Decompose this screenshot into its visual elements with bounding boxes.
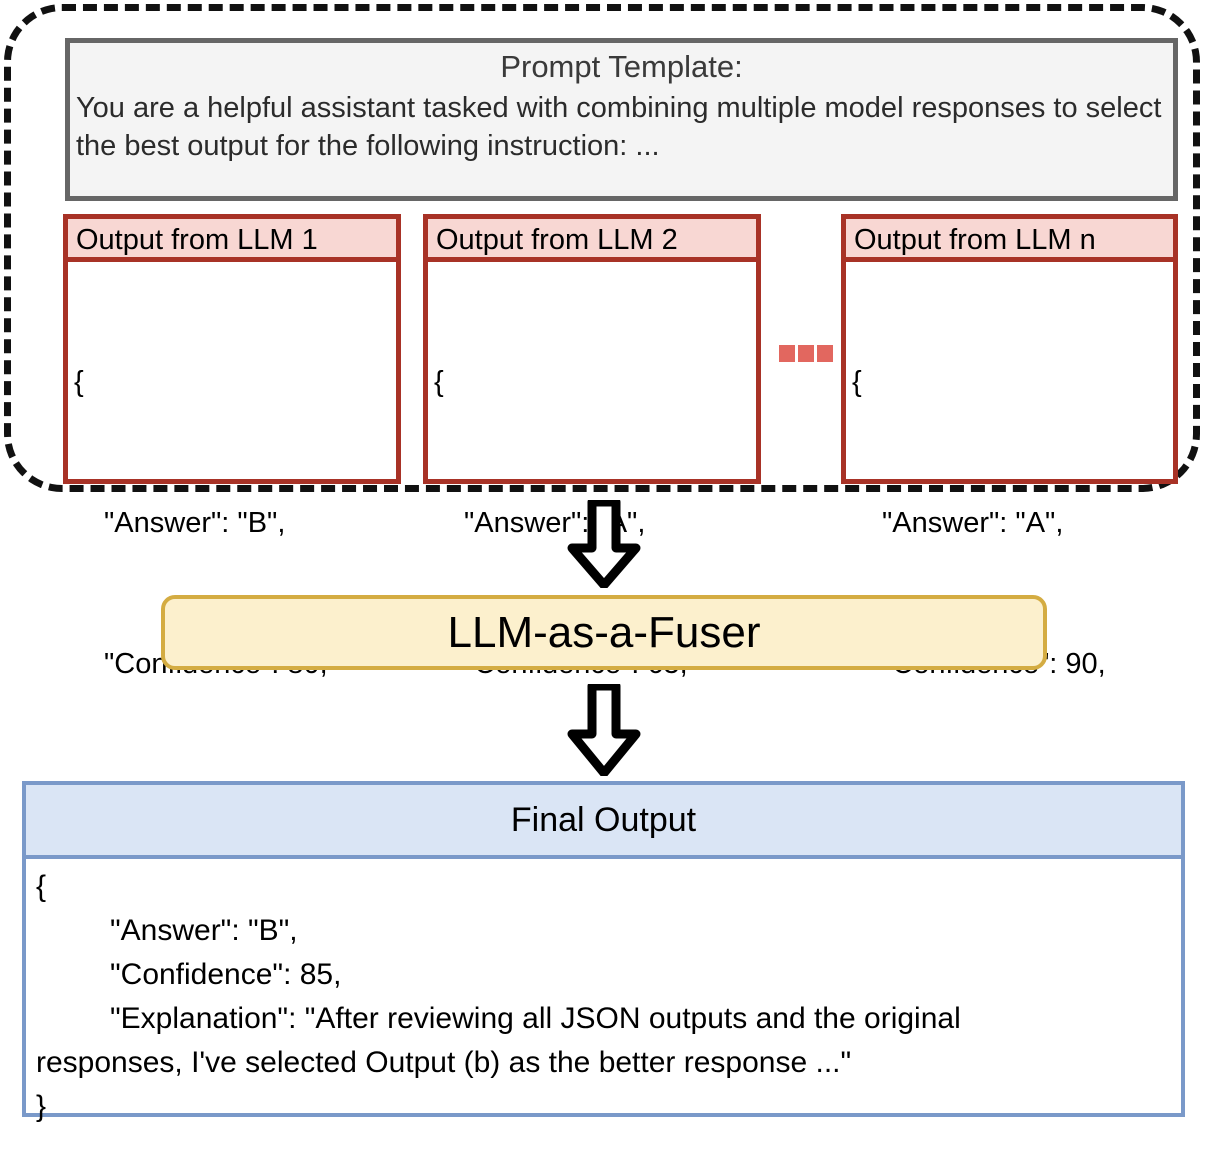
json-confidence-line: "Confidence": 85, (110, 958, 342, 991)
ellipsis-icon (779, 345, 833, 363)
llm-as-a-fuser-box: LLM-as-a-Fuser (161, 595, 1047, 670)
final-output-box: Final Output { "Answer": "B", "Confidenc… (22, 781, 1185, 1123)
fuser-label: LLM-as-a-Fuser (447, 608, 761, 657)
json-answer-line: "Answer": "A", (882, 507, 1064, 539)
json-open-brace: { (852, 366, 862, 398)
json-open-brace: { (74, 366, 84, 398)
json-explanation-line-2: responses, I've selected Output (b) as t… (36, 1046, 852, 1079)
json-open-brace: { (434, 366, 444, 398)
json-explanation-line-1: "Explanation": "After reviewing all JSON… (110, 1002, 961, 1035)
json-close-brace: } (36, 1090, 47, 1123)
input-group-container: Prompt Template: You are a helpful assis… (4, 4, 1200, 962)
llm-output-card-2-header: Output from LLM 2 (428, 219, 756, 262)
ellipsis-dot (798, 345, 814, 362)
prompt-template-body: You are a helpful assistant tasked with … (76, 89, 1167, 165)
json-answer-line: "Answer": "B", (110, 914, 298, 947)
json-answer-line: "Answer": "B", (104, 507, 286, 539)
llm-output-card-1-header: Output from LLM 1 (68, 219, 396, 262)
down-arrow-icon (567, 684, 641, 776)
llm-output-card-n: Output from LLM n { "Answer": "A", "Conf… (841, 214, 1178, 962)
json-open-brace: { (36, 870, 47, 903)
ellipsis-dot (817, 345, 833, 362)
prompt-template-box: Prompt Template: You are a helpful assis… (65, 38, 1178, 201)
llm-output-card-n-header: Output from LLM n (846, 219, 1173, 262)
prompt-template-title: Prompt Template: (500, 49, 743, 84)
prompt-template-body-line-1: You are a helpful assistant tasked with … (76, 92, 904, 124)
final-output-header: Final Output (26, 785, 1181, 859)
prompt-template-body-line-2: responses to select the best output for … (76, 92, 1162, 162)
final-output-json: { "Answer": "B", "Confidence": 85, "Expl… (26, 859, 1181, 1129)
llm-output-card-2: Output from LLM 2 { "Answer": "A", "Conf… (423, 214, 761, 962)
ellipsis-dot (779, 345, 795, 362)
down-arrow-icon (567, 500, 641, 588)
llm-output-card-1: Output from LLM 1 { "Answer": "B", "Conf… (63, 214, 401, 962)
